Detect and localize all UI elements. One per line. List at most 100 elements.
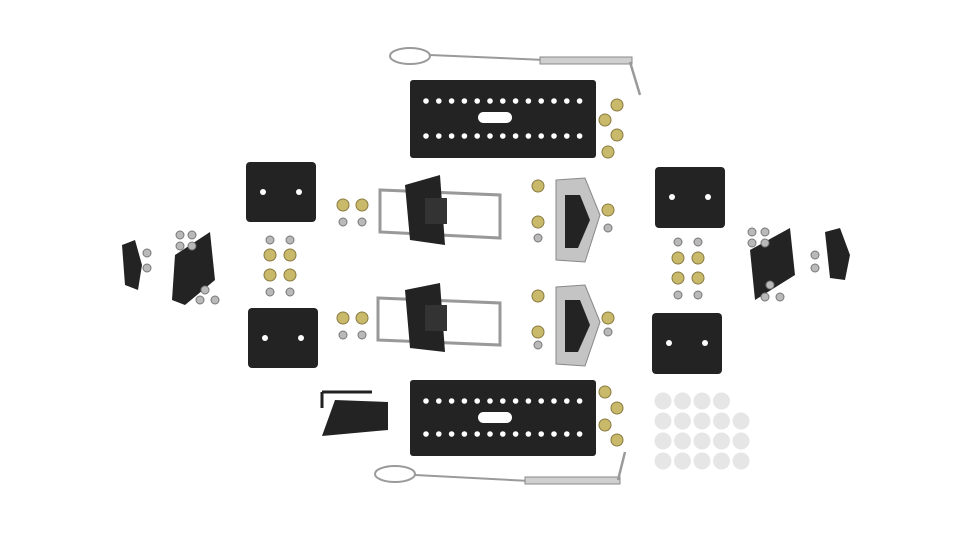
adhesive-discs <box>654 392 750 470</box>
t-nut <box>610 128 624 142</box>
toe-piece <box>378 175 502 245</box>
t-nut <box>610 98 624 112</box>
plate-hole <box>474 431 481 437</box>
plate-hole <box>436 133 442 139</box>
screw <box>533 233 543 243</box>
adhesive-disc <box>654 412 672 430</box>
screw <box>338 330 348 340</box>
adhesive-disc <box>693 412 711 430</box>
screw <box>747 238 757 248</box>
t-nut <box>531 325 545 339</box>
screw <box>142 248 152 258</box>
screw <box>747 227 757 237</box>
screw <box>693 290 703 300</box>
top-slider-plate <box>410 80 596 158</box>
plate-hole <box>538 398 544 404</box>
screw <box>265 235 275 245</box>
plate-hole <box>423 431 429 437</box>
t-nut <box>691 251 705 265</box>
screw <box>673 290 683 300</box>
screw <box>775 292 785 302</box>
screw <box>603 327 613 337</box>
plate-hole <box>512 398 519 404</box>
puck-pad <box>246 162 316 222</box>
screw <box>175 230 185 240</box>
screw <box>357 330 367 340</box>
t-nut <box>610 433 624 447</box>
plate-hole <box>448 431 455 437</box>
plate-hole <box>525 398 532 404</box>
plate-hole <box>448 133 455 139</box>
plate-hole <box>423 98 429 104</box>
puck-pads <box>246 162 725 374</box>
adhesive-disc <box>674 392 691 410</box>
heel-blocks <box>555 177 601 367</box>
screw <box>338 217 348 227</box>
adhesive-disc <box>713 432 730 450</box>
plate-hole <box>487 398 493 404</box>
t-nut <box>355 198 369 212</box>
plate-hole <box>525 133 532 139</box>
bottom-cable <box>374 451 627 485</box>
plate-hole <box>576 98 583 104</box>
plate-hole <box>576 398 583 404</box>
adhesive-disc <box>674 432 691 450</box>
plate-holes <box>423 98 583 437</box>
toe-bails <box>376 175 502 352</box>
plate-hole <box>512 431 519 437</box>
plate-hole <box>461 133 468 139</box>
plate-hole <box>576 133 583 139</box>
plate-hole <box>512 133 519 139</box>
screw <box>175 241 185 251</box>
t-nut <box>283 268 297 282</box>
adhesive-disc <box>732 452 750 470</box>
t-nut <box>671 251 685 265</box>
plate-slot <box>478 112 512 123</box>
adhesive-disc <box>693 432 711 450</box>
t-nut <box>531 179 545 193</box>
t-nut <box>601 145 615 159</box>
t-nut <box>531 215 545 229</box>
screw <box>760 292 770 302</box>
t-nut <box>610 401 624 415</box>
plate-hole <box>487 98 493 104</box>
plate-hole <box>474 133 481 139</box>
bottom-slider-plate <box>410 380 596 456</box>
adhesive-disc <box>654 452 672 470</box>
screw <box>210 295 220 305</box>
plate-hole <box>538 431 544 437</box>
screw <box>603 223 613 233</box>
toe-piece <box>376 283 502 352</box>
adhesive-disc <box>713 452 730 470</box>
screw <box>810 250 820 260</box>
adhesive-disc <box>654 432 672 450</box>
plate-slot <box>478 412 512 423</box>
screw <box>765 280 775 290</box>
plate-hole <box>551 98 557 104</box>
plate-hole <box>564 98 570 104</box>
plate-hole <box>538 133 544 139</box>
plate-hole <box>423 133 429 139</box>
screw <box>187 230 197 240</box>
adhesive-disc <box>674 452 691 470</box>
screw <box>760 227 770 237</box>
plate-hole <box>461 98 468 104</box>
plate-hole <box>474 98 481 104</box>
screw <box>357 217 367 227</box>
adhesive-disc <box>732 412 750 430</box>
t-nut <box>601 203 615 217</box>
t-nut <box>601 311 615 325</box>
screw <box>810 263 820 273</box>
plate-hole <box>551 398 557 404</box>
t-nut <box>598 385 612 399</box>
t-nut <box>531 289 545 303</box>
screw <box>533 340 543 350</box>
plate-hole <box>564 431 570 437</box>
screw <box>760 238 770 248</box>
plate-hole <box>423 398 429 404</box>
plate-hole <box>436 98 442 104</box>
plate-hole <box>487 431 493 437</box>
screw <box>142 263 152 273</box>
plate-hole <box>487 133 493 139</box>
